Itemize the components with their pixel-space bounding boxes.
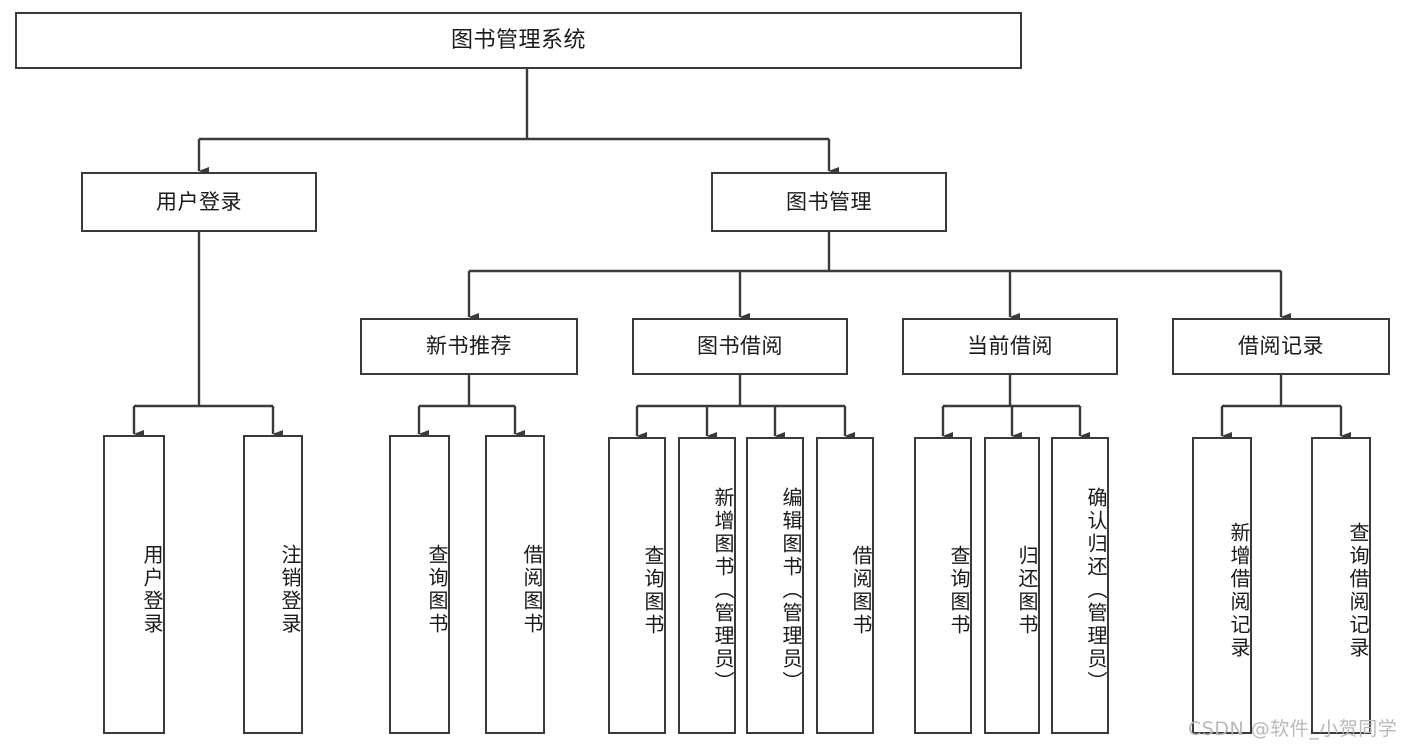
- node-label: 新增图书（管理员）: [711, 487, 735, 694]
- node-label: 用户登录: [140, 543, 164, 636]
- level3-node-3[interactable]: 借阅记录: [1172, 318, 1390, 375]
- root-node-0[interactable]: 图书管理系统: [15, 12, 1022, 69]
- leaf-node-3[interactable]: 借阅图书: [485, 435, 545, 734]
- csdn-watermark: CSDN @软件_小贺同学: [1188, 718, 1398, 740]
- leaf-node-5[interactable]: 新增图书（管理员）: [678, 437, 736, 734]
- leaf-node-1[interactable]: 注销登录: [243, 435, 303, 734]
- leaf-node-2[interactable]: 查询图书: [389, 435, 450, 734]
- leaf-node-4[interactable]: 查询图书: [608, 437, 666, 734]
- node-label: 查询图书: [947, 544, 971, 637]
- leaf-node-10[interactable]: 确认归还（管理员）: [1051, 437, 1109, 734]
- node-label: 图书借阅: [697, 334, 783, 359]
- node-label: 借阅记录: [1238, 334, 1324, 359]
- node-label: 借阅图书: [849, 544, 873, 637]
- leaf-node-12[interactable]: 查询借阅记录: [1311, 437, 1371, 734]
- level3-node-2[interactable]: 当前借阅: [902, 318, 1118, 375]
- node-label: 新增借阅记录: [1227, 521, 1251, 660]
- node-label: 用户登录: [156, 189, 242, 214]
- node-label: 查询图书: [425, 543, 449, 636]
- node-label: 借阅图书: [520, 543, 544, 636]
- node-label: 归还图书: [1015, 544, 1039, 637]
- level3-node-0[interactable]: 新书推荐: [360, 318, 578, 375]
- node-label: 图书管理: [786, 189, 872, 214]
- node-label: 编辑图书（管理员）: [779, 487, 803, 694]
- node-label: 注销登录: [278, 543, 302, 636]
- leaf-node-8[interactable]: 查询图书: [914, 437, 972, 734]
- leaf-node-7[interactable]: 借阅图书: [816, 437, 874, 734]
- node-label: 新书推荐: [426, 334, 512, 359]
- level3-node-1[interactable]: 图书借阅: [632, 318, 848, 375]
- level2-node-1[interactable]: 图书管理: [711, 172, 947, 232]
- leaf-node-6[interactable]: 编辑图书（管理员）: [746, 437, 804, 734]
- level2-node-0[interactable]: 用户登录: [81, 172, 317, 232]
- node-label: 图书管理系统: [450, 27, 586, 53]
- node-label: 查询图书: [641, 544, 665, 637]
- leaf-node-0[interactable]: 用户登录: [103, 435, 165, 734]
- node-label: 确认归还（管理员）: [1084, 487, 1108, 694]
- leaf-node-11[interactable]: 新增借阅记录: [1192, 437, 1252, 734]
- node-label: 查询借阅记录: [1346, 521, 1370, 660]
- leaf-node-9[interactable]: 归还图书: [984, 437, 1040, 734]
- node-label: 当前借阅: [967, 334, 1053, 359]
